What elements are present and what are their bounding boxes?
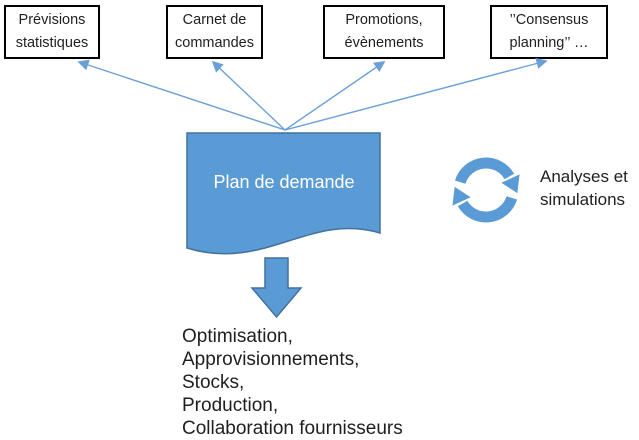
source-box-previsions: Prévisions statistiques: [4, 5, 100, 59]
source-box-label: Promotions, évènements: [344, 12, 424, 51]
connector-arrow-icon: [284, 58, 548, 131]
source-box-label: Prévisions statistiques: [15, 12, 89, 51]
center-shape-label: Plan de demande: [213, 172, 355, 192]
source-box-label: ’’Consensus planning’’ …: [509, 12, 589, 51]
output-item: Production,: [182, 395, 279, 416]
connector-arrow-icon: [284, 61, 386, 131]
output-item: Collaboration fournisseurs: [182, 418, 403, 439]
output-item: Optimisation,: [182, 326, 293, 347]
source-box-carnet: Carnet de commandes: [166, 5, 263, 59]
source-box-consensus: ’’Consensus planning’’ …: [490, 5, 608, 59]
outputs-list: Optimisation, Approvisionnements, Stocks…: [182, 325, 482, 440]
output-item: Stocks,: [182, 372, 245, 393]
connector-arrow-icon: [211, 60, 286, 131]
cycle-label: Analyses et simulations: [540, 167, 628, 209]
connector-arrow-icon: [77, 59, 286, 131]
cycle-arrows-icon: [452, 157, 520, 223]
source-box-label: Carnet de commandes: [175, 12, 254, 51]
output-item: Approvisionnements,: [182, 349, 360, 370]
source-box-promotions: Promotions, évènements: [323, 5, 445, 59]
